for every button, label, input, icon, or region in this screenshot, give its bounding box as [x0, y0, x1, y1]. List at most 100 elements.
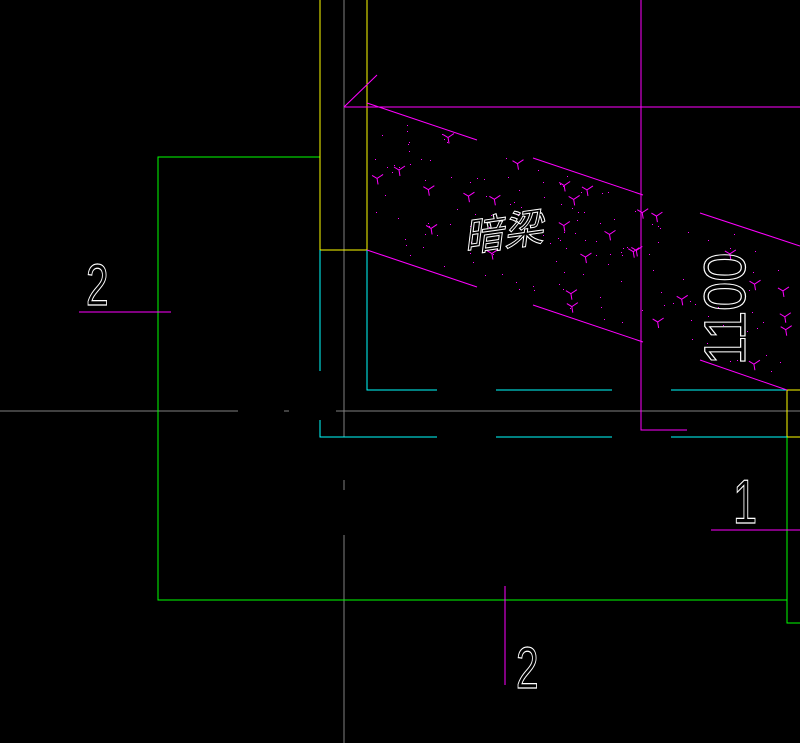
hatch-mark	[423, 185, 435, 196]
section-mark-label-bottom: 2	[516, 636, 539, 701]
hatch-dot	[635, 211, 636, 212]
hatch-dot	[642, 310, 643, 311]
hatch-mark	[512, 159, 524, 170]
hatch-dot	[664, 305, 665, 306]
hatch-dot	[572, 208, 573, 209]
hatch-dot	[444, 266, 445, 267]
hatch-dot	[673, 303, 674, 304]
hatch-dot	[575, 233, 576, 234]
hatch-dot	[757, 328, 758, 329]
hatch-dot	[405, 239, 406, 240]
hatch-dot	[398, 218, 399, 219]
hatch-dot	[385, 195, 386, 196]
hatch-dot	[502, 274, 503, 275]
hatch-dot	[514, 202, 515, 203]
hatch-dot	[752, 312, 753, 313]
beam-edge-top	[699, 212, 800, 247]
hatch-dot	[493, 254, 494, 255]
hatch-dot	[584, 212, 585, 213]
beam-label: 暗梁	[464, 203, 549, 263]
hatch-dot	[399, 167, 400, 168]
hatch-dot	[737, 360, 738, 361]
hatch-mark	[558, 181, 571, 192]
hatch-dot	[652, 224, 653, 225]
hatch-dot	[407, 125, 408, 126]
column-outline	[157, 156, 787, 601]
hatch-dot	[510, 204, 511, 205]
hatch-dot	[564, 232, 565, 233]
hatch-dot	[410, 255, 411, 256]
hatch-dot	[560, 184, 561, 185]
hatch-dot	[778, 270, 779, 271]
hatch-mark	[652, 317, 664, 329]
hatch-dot	[470, 226, 471, 227]
hatch-dot	[484, 179, 485, 180]
hatch-mark	[558, 221, 571, 232]
hatch-dot	[407, 131, 408, 132]
hatch-dot	[473, 262, 474, 263]
hatch-dot	[690, 301, 691, 302]
hatch-dot	[602, 193, 603, 194]
hatch-dot	[519, 190, 520, 191]
hatch-mark	[566, 302, 579, 313]
hatch-dot	[410, 164, 411, 165]
hatch-dot	[581, 192, 582, 193]
hatch-mark	[636, 208, 649, 219]
hatch-dot	[658, 226, 659, 227]
hatch-dot	[661, 292, 662, 293]
hatch-dot	[559, 284, 560, 285]
hatch-dot	[583, 274, 584, 275]
hatch-dot	[470, 182, 471, 183]
hatch-dot	[561, 204, 562, 205]
hatch-dot	[387, 167, 388, 168]
hatch-dot	[451, 177, 452, 178]
hatch-dot	[621, 252, 622, 253]
hatch-dot	[578, 212, 579, 213]
hatch-dot	[543, 235, 544, 236]
hatch-dot	[623, 248, 624, 249]
hatch-dot	[585, 240, 586, 241]
hatch-dot	[614, 219, 615, 220]
hatch-mark	[393, 165, 406, 177]
beam-edge-top	[532, 157, 644, 196]
hatch-dot	[747, 331, 748, 332]
hatch-dot	[766, 355, 767, 356]
hatch-dot	[558, 238, 559, 239]
hatch-dot	[382, 135, 383, 136]
hatch-dot	[660, 228, 661, 229]
hatch-dot	[713, 278, 714, 279]
hatch-dot	[730, 248, 731, 249]
hatch-dot	[421, 159, 422, 160]
hatch-dot	[442, 134, 443, 135]
section-mark-label-left: 2	[86, 253, 109, 318]
hatch-dot	[489, 227, 490, 228]
hatch-mark	[676, 294, 688, 306]
hatch-dot	[564, 272, 565, 273]
hatch-mark	[580, 252, 592, 264]
hatch-dot	[621, 281, 622, 282]
beam-edge-top	[366, 102, 478, 141]
hatch-dot	[596, 241, 597, 242]
hatch-dot	[477, 178, 478, 179]
hatch-dot	[563, 289, 564, 290]
hatch-dot	[730, 361, 731, 362]
hatch-mark	[749, 279, 761, 291]
hatch-dot	[521, 207, 522, 208]
hatch-mark	[463, 191, 475, 203]
wall-cyan-left-bottom	[319, 420, 437, 438]
beam-edge-bottom	[366, 249, 478, 288]
hatch-dot	[508, 177, 509, 178]
hatch-dot	[425, 234, 426, 235]
hatch-dot	[622, 322, 623, 323]
hatch-dot	[394, 165, 395, 166]
green-outline	[157, 156, 800, 624]
hatch-dot	[658, 242, 659, 243]
hatch-mark	[486, 249, 499, 260]
hatch-dot	[683, 279, 684, 280]
hatch-dot	[457, 209, 458, 210]
hatch-mark	[780, 325, 792, 336]
hatch-dot	[437, 235, 438, 236]
hatch-dot	[610, 254, 611, 255]
